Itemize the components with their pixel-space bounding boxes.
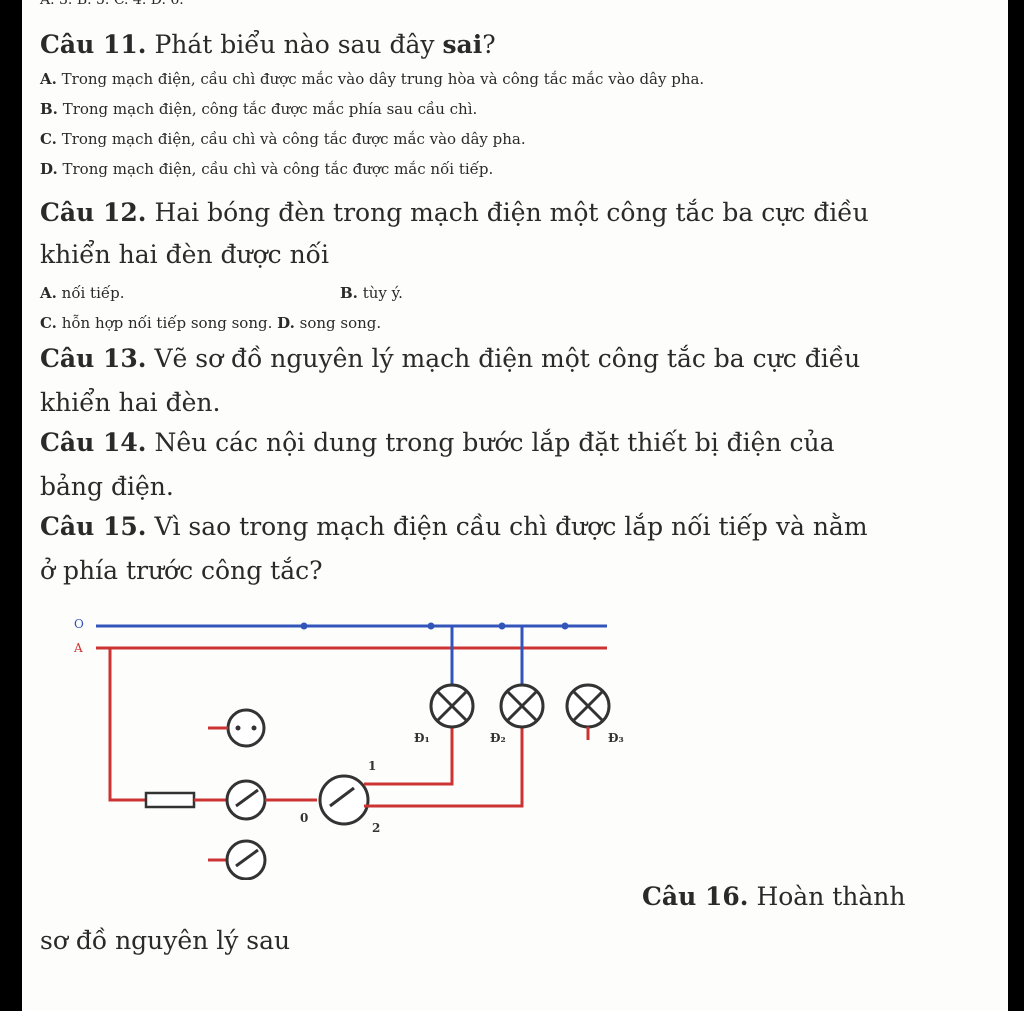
- junction: [300, 622, 308, 630]
- wire-o-label: O: [74, 617, 84, 631]
- question-11: Câu 11. Phát biểu nào sau đây sai?: [40, 28, 496, 62]
- socket-pin: [235, 725, 241, 731]
- terminal-2-label: 2: [372, 821, 380, 835]
- question-12-option-a: A. nối tiếp.: [40, 284, 124, 302]
- question-11-option-d: D. Trong mạch điện, cầu chì và công tắc …: [40, 160, 493, 178]
- switch-lever: [235, 788, 259, 808]
- lamp2-label: Đ₂: [490, 731, 506, 745]
- question-12-line2: khiển hai đèn được nối: [40, 240, 329, 269]
- option-key: A.: [40, 284, 57, 302]
- question-16-line2: sơ đồ nguyên lý sau: [40, 926, 291, 955]
- question-11-stem: Phát biểu nào sau đây: [154, 30, 435, 59]
- wire-switch-to-lamp1: [364, 728, 454, 786]
- lamp1-label: Đ₁: [414, 731, 430, 745]
- question-14-line1: Nêu các nội dung trong bước lắp đặt thiế…: [154, 428, 835, 457]
- phase-drop-wire: [108, 648, 146, 802]
- lamp-cross: [506, 690, 538, 722]
- option-key: B.: [40, 100, 58, 118]
- question-12: Câu 12. Hai bóng đèn trong mạch điện một…: [40, 196, 869, 230]
- option-text: hỗn hợp nối tiếp song song.: [61, 314, 273, 332]
- junction: [498, 622, 506, 630]
- document-page: A. 3. B. 5. C. 4. D. 6. Câu 11. Phát biể…: [22, 0, 1008, 1011]
- question-15-line1: Vì sao trong mạch điện cầu chì được lắp …: [154, 512, 868, 541]
- option-key: D.: [277, 314, 295, 332]
- question-15-line2: ở phía trước công tắc?: [40, 556, 323, 585]
- junction: [561, 622, 569, 630]
- lamp3-label: Đ₃: [608, 731, 624, 745]
- question-14-line2: bảng điện.: [40, 472, 174, 501]
- question-12-option-c-d: C. hỗn hợp nối tiếp song song. D. song s…: [40, 314, 381, 332]
- question-11-option-b: B. Trong mạch điện, công tắc được mắc ph…: [40, 100, 477, 118]
- question-11-label: Câu 11.: [40, 30, 147, 59]
- terminal-1-label: 1: [368, 759, 376, 773]
- question-12-option-b: B. tùy ý.: [340, 284, 403, 302]
- question-16-text-end: Hoàn thành: [756, 882, 906, 911]
- terminal-0-label: 0: [300, 811, 308, 825]
- question-11-option-c: C. Trong mạch điện, cầu chì và công tắc …: [40, 130, 526, 148]
- switch-lever: [235, 848, 259, 868]
- question-13: Câu 13. Vẽ sơ đồ nguyên lý mạch điện một…: [40, 342, 860, 376]
- option-text: Trong mạch điện, cầu chì và công tắc đượ…: [62, 160, 494, 178]
- question-12-line1: Hai bóng đèn trong mạch điện một công tắ…: [154, 198, 869, 227]
- question-11-stem-bold: sai: [442, 30, 483, 59]
- wire-switch-to-lamp2: [364, 728, 524, 808]
- question-15-label: Câu 15.: [40, 512, 147, 541]
- option-key: C.: [40, 314, 57, 332]
- question-16: Câu 16. Hoàn thành: [642, 880, 906, 914]
- question-15: Câu 15. Vì sao trong mạch điện cầu chì đ…: [40, 510, 868, 544]
- wire-a-label: A: [73, 641, 83, 655]
- junction: [427, 622, 435, 630]
- option-text: Trong mạch điện, cầu chì được mắc vào dâ…: [61, 70, 705, 88]
- option-text: Trong mạch điện, cầu chì và công tắc đượ…: [61, 130, 526, 148]
- lamp-cross: [572, 690, 604, 722]
- socket-pin: [251, 725, 257, 731]
- question-13-line2: khiển hai đèn.: [40, 388, 221, 417]
- option-text: song song.: [299, 314, 382, 332]
- question-13-line1: Vẽ sơ đồ nguyên lý mạch điện một công tắ…: [154, 344, 861, 373]
- question-16-label: Câu 16.: [642, 882, 749, 911]
- question-14-label: Câu 14.: [40, 428, 147, 457]
- option-text: nối tiếp.: [61, 284, 125, 302]
- question-14: Câu 14. Nêu các nội dung trong bước lắp …: [40, 426, 835, 460]
- fuse-symbol: [144, 791, 196, 809]
- option-text: Trong mạch điện, công tắc được mắc phía …: [62, 100, 478, 118]
- option-key: B.: [340, 284, 358, 302]
- circuit-diagram: O A 0 1 2: [73, 617, 624, 880]
- option-key: A.: [40, 70, 57, 88]
- question-12-label: Câu 12.: [40, 198, 147, 227]
- option-key: C.: [40, 130, 57, 148]
- lamp-cross: [436, 690, 468, 722]
- three-way-switch-lever: [329, 786, 355, 808]
- question-13-label: Câu 13.: [40, 344, 147, 373]
- option-text: tùy ý.: [362, 284, 403, 302]
- previous-answer-fragment: A. 3. B. 5. C. 4. D. 6.: [40, 0, 184, 8]
- socket-symbol: [226, 708, 266, 748]
- question-11-stem-end: ?: [482, 30, 496, 59]
- question-11-option-a: A. Trong mạch điện, cầu chì được mắc vào…: [40, 70, 704, 88]
- option-key: D.: [40, 160, 58, 178]
- three-way-switch-symbol: [318, 774, 370, 826]
